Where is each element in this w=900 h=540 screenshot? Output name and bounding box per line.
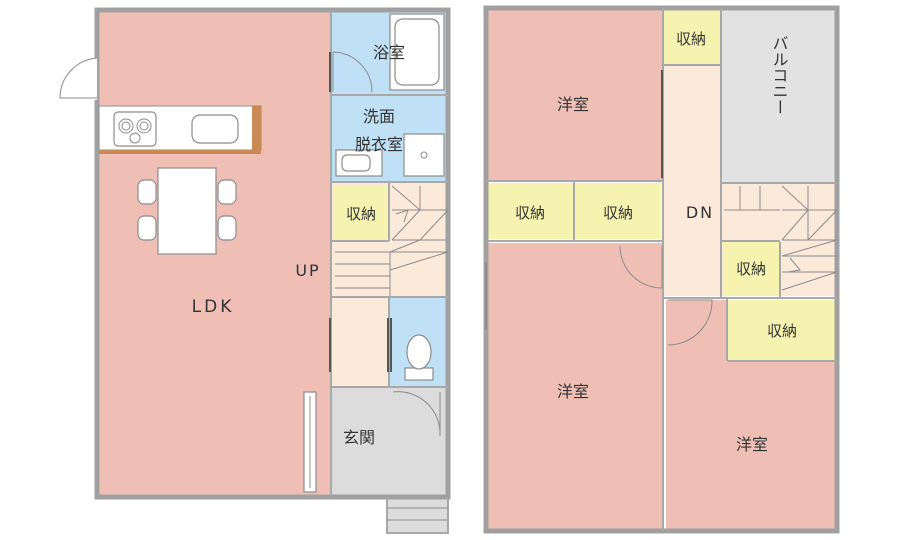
toilet-bowl [406,334,432,370]
storage-2f-b-label: 収納 [603,204,633,222]
entrance-step [387,497,448,533]
hall-1f [332,298,388,386]
storage-2f-stair [724,242,779,296]
dining-table [157,167,217,255]
western-room-bottom-label: 洋室 [557,382,589,401]
floor-1: LDK UP 浴室 洗面 脱衣室 収納 玄関 [59,7,451,534]
western-room-right-label: 洋室 [736,435,768,454]
western-room-bottom [486,243,662,531]
floor-2: 洋室 洋室 洋室 収納 収納 収納 収納 収納 DN バルコニー [483,5,840,534]
storage-2f-stair-label: 収納 [736,260,766,278]
stair-steps-1f [335,185,449,296]
stove [113,111,157,147]
storage-2f-a-label: 収納 [515,204,545,222]
outer-wall-1f [94,7,451,500]
storage-2f-a [487,183,573,239]
storage-2f-top-label: 収納 [676,30,706,48]
storage-2f-right [728,300,837,360]
balcony [722,8,837,182]
washroom-label-2: 脱衣室 [355,135,403,154]
storage-2f-b [575,183,661,239]
sink [191,114,239,144]
western-room-right [666,362,837,531]
balcony-label: バルコニー [770,35,789,115]
washroom-label-1: 洗面 [363,107,395,126]
toilet-tank [404,367,434,381]
stair-steps-2f [724,185,838,291]
bath-label: 浴室 [373,43,405,62]
hallway-2f [664,66,720,296]
up-label: UP [295,261,320,280]
storage-1f-label: 収納 [346,205,376,223]
washing-machine [403,133,445,177]
storage-2f-top [664,10,720,64]
western-room-top [486,8,662,180]
ldk-label: LDK [192,297,235,317]
storage-1f-box [334,185,388,240]
western-room-top-label: 洋室 [557,95,589,114]
dn-label: DN [686,203,714,222]
entrance-room [332,388,448,497]
entrance-door-left [59,57,98,99]
entrance-label: 玄関 [343,428,375,447]
storage-2f-right-label: 収納 [767,322,797,340]
